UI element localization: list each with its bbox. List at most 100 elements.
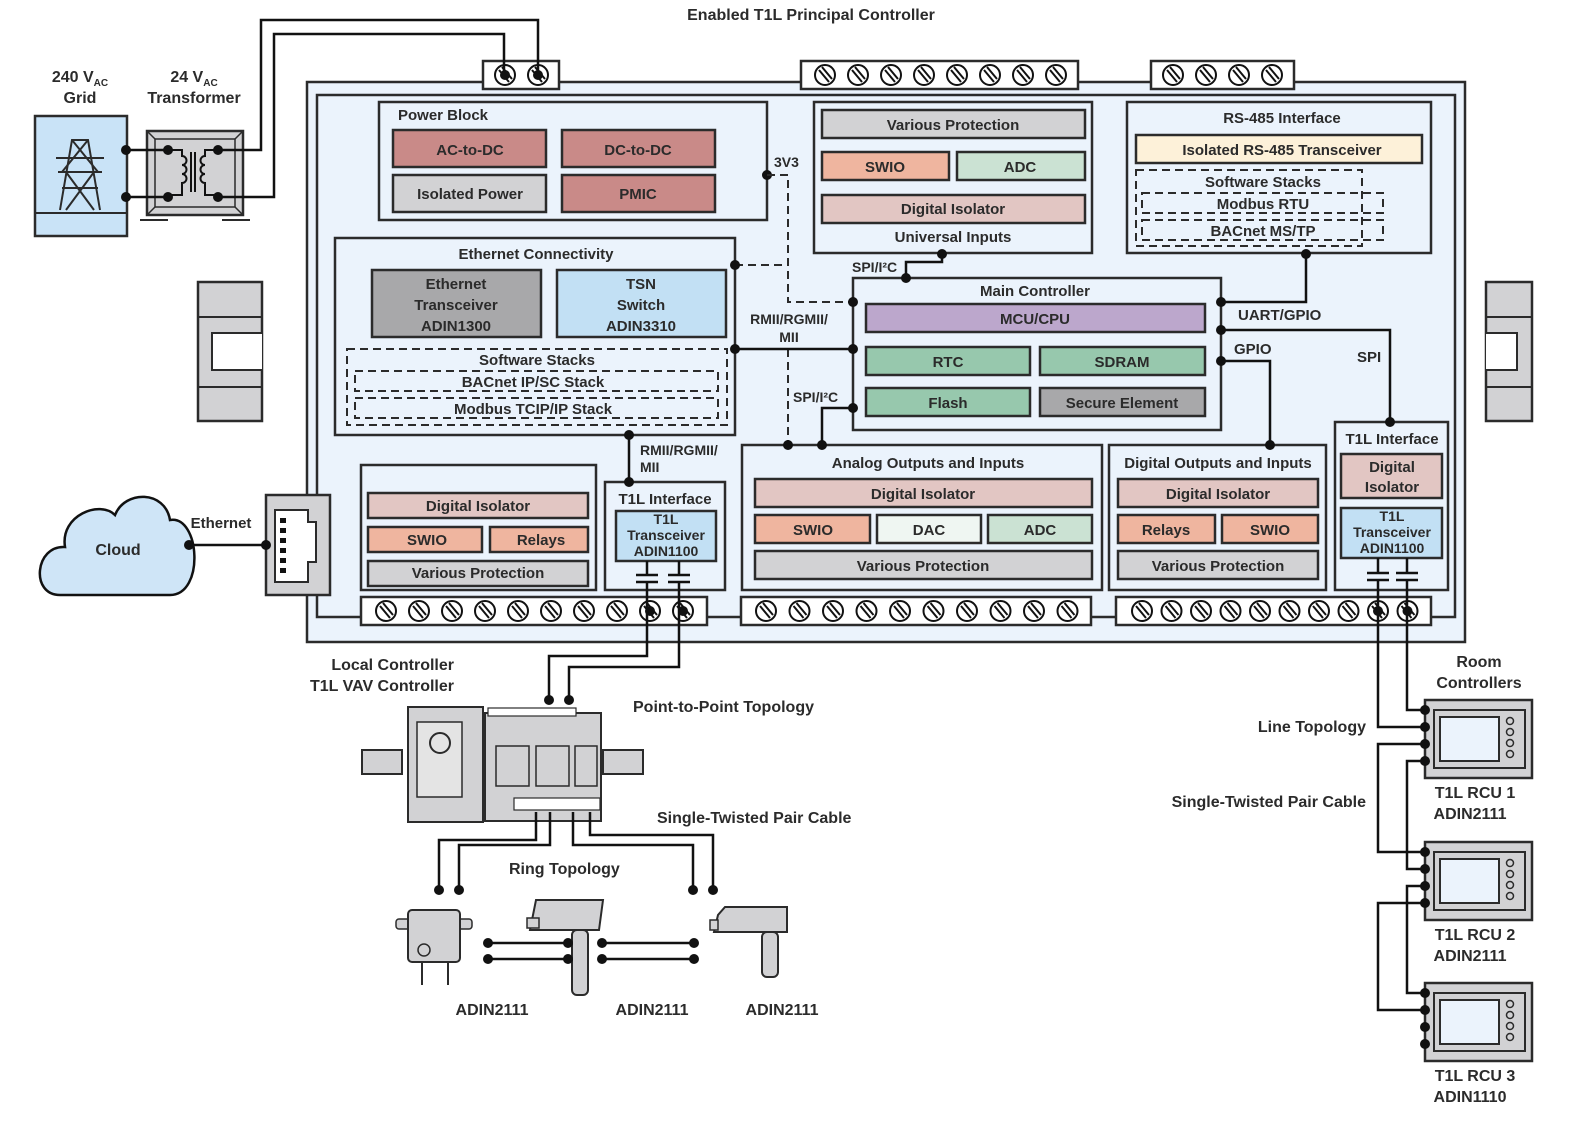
terminal-screw-icon (408, 600, 430, 622)
terminal-screw-icon (1219, 600, 1242, 622)
svg-text:T1L Interface: T1L Interface (618, 491, 711, 508)
terminal-screw-icon (889, 600, 911, 622)
terminal-screw-icon (814, 64, 836, 86)
svg-text:BACnet IP/SC Stack: BACnet IP/SC Stack (462, 374, 605, 391)
terminal-screw-icon (1261, 64, 1283, 86)
transformer-coil-icon (168, 149, 218, 196)
spi-i2c-label-top: SPI/I²C (852, 259, 897, 275)
terminal-screw-icon (913, 64, 935, 86)
svg-text:ADC: ADC (1004, 159, 1037, 176)
svg-text:MCU/CPU: MCU/CPU (1000, 311, 1070, 328)
terminal-screw-icon (1160, 600, 1183, 622)
rmii-label-down-2: MII (640, 459, 659, 475)
t1l-interface-left: T1L Interface T1L Transceiver ADIN1100 (603, 477, 727, 612)
room-controllers-title-2: Controllers (1436, 675, 1521, 692)
svg-text:Isolated RS-485 Transceiver: Isolated RS-485 Transceiver (1182, 142, 1381, 159)
terminal-screw-icon (1337, 600, 1360, 622)
terminal-screw-icon (1228, 64, 1250, 86)
transformer-label: 24 VAC (170, 69, 217, 89)
svg-text:Various Protection: Various Protection (1152, 558, 1285, 575)
point-to-point-label: Point-to-Point Topology (633, 699, 814, 716)
terminal-screw-icon (1056, 600, 1079, 622)
terminal-block-bottom-left (359, 595, 709, 627)
terminal-screw-icon (1162, 64, 1184, 86)
ring-topology-label: Ring Topology (509, 861, 620, 878)
svg-text:ADIN3310: ADIN3310 (606, 318, 676, 335)
svg-text:T1L: T1L (1380, 508, 1405, 524)
rail-3v3-label: 3V3 (774, 154, 799, 170)
room-controller-unit (1420, 698, 1534, 780)
rcu-1-part: ADIN2111 (1434, 806, 1507, 823)
sensor-device-1 (395, 909, 473, 985)
terminal-screw-icon (946, 64, 968, 86)
sensor-device-2 (526, 899, 605, 996)
sensor-device-3 (709, 906, 788, 978)
left-io-block: Digital Isolator SWIO Relays Various Pro… (359, 463, 598, 592)
rmii-label-2: MII (779, 329, 798, 345)
svg-text:BACnet MS/TP: BACnet MS/TP (1211, 223, 1316, 240)
terminal-screw-icon (1195, 64, 1217, 86)
svg-text:SWIO: SWIO (793, 522, 833, 539)
terminal-screw-icon (441, 600, 463, 622)
terminal-block-top-mid[interactable] (799, 59, 1080, 91)
mcu-cpu (864, 302, 1207, 334)
grid-label: 240 VAC (52, 69, 108, 89)
power-wire-2 (218, 32, 506, 199)
din-rail-right (1484, 280, 1534, 423)
svg-text:Various Protection: Various Protection (412, 565, 545, 582)
svg-text:Analog Outputs and Inputs: Analog Outputs and Inputs (832, 455, 1024, 472)
svg-text:Main Controller: Main Controller (980, 283, 1090, 300)
dc-to-dc-block (560, 128, 717, 169)
terminal-screw-icon (1131, 600, 1153, 622)
terminal-block-bottom-mid (739, 595, 1093, 627)
svg-text:Transceiver: Transceiver (627, 527, 705, 543)
svg-text:Secure Element: Secure Element (1066, 395, 1179, 412)
rcu-3-part: ADIN1110 (1434, 1089, 1507, 1106)
svg-text:Digital Outputs and Inputs: Digital Outputs and Inputs (1124, 455, 1312, 472)
cloud: Cloud (38, 495, 196, 597)
svg-text:PMIC: PMIC (619, 186, 657, 203)
terminal-screw-icon (1045, 64, 1067, 86)
terminal-screw-icon (672, 600, 694, 622)
svg-text:ADC: ADC (1024, 522, 1057, 539)
local-controller-label-2: T1L VAV Controller (310, 678, 454, 695)
t1l-interface-right: T1L Interface Digital Isolator T1L Trans… (1333, 417, 1450, 612)
terminal-screw-icon (755, 600, 777, 622)
terminal-screw-icon (979, 64, 1001, 86)
rs485-interface-block: RS-485 Interface Isolated RS-485 Transce… (1125, 100, 1433, 259)
spi-i2c-label-bottom: SPI/I²C (793, 389, 838, 405)
terminal-block-top-right (1149, 59, 1296, 91)
terminal-screw-icon (606, 600, 628, 622)
svg-text:AC-to-DC: AC-to-DC (436, 142, 504, 159)
ethernet-port-icon[interactable] (261, 493, 332, 597)
power-block: Power Block AC-to-DC DC-to-DC Isolated P… (377, 100, 799, 222)
terminal-screw-icon (507, 600, 529, 622)
3v3-rail (767, 174, 853, 303)
svg-text:T1L Interface: T1L Interface (1345, 431, 1438, 448)
svg-text:Software Stacks: Software Stacks (479, 352, 595, 369)
svg-text:Digital Isolator: Digital Isolator (1166, 486, 1270, 503)
room-controllers-title-1: Room (1456, 654, 1501, 671)
svg-text:SDRAM: SDRAM (1095, 354, 1150, 371)
local-controller-label-1: Local Controller (331, 657, 454, 674)
svg-text:Transceiver: Transceiver (414, 297, 498, 314)
svg-text:Relays: Relays (517, 532, 565, 549)
grid-source: 240 VAC Grid (33, 69, 131, 238)
svg-text:Transceiver: Transceiver (1353, 524, 1431, 540)
terminal-screw-icon (956, 600, 978, 622)
ring-device-label-3: ADIN2111 (746, 1002, 819, 1019)
spi-label: SPI (1357, 349, 1381, 366)
terminal-screw-icon (1190, 600, 1212, 622)
terminal-screw-icon (880, 64, 902, 86)
terminal-screw-icon (540, 600, 562, 622)
terminal-screw-icon (474, 600, 496, 622)
ring-device-label-2: ADIN2111 (616, 1002, 689, 1019)
vav-controller-device (361, 706, 644, 823)
transformer: 24 VAC Transformer (140, 69, 250, 221)
main-controller-block: Main Controller MCU/CPU RTC SDRAM Flash … (848, 273, 1226, 432)
svg-text:DC-to-DC: DC-to-DC (604, 142, 672, 159)
terminal-screw-icon (822, 600, 844, 622)
power-wire-1 (218, 18, 540, 152)
terminal-block-power[interactable] (481, 59, 561, 91)
ring-device-label-1: ADIN2111 (456, 1002, 529, 1019)
